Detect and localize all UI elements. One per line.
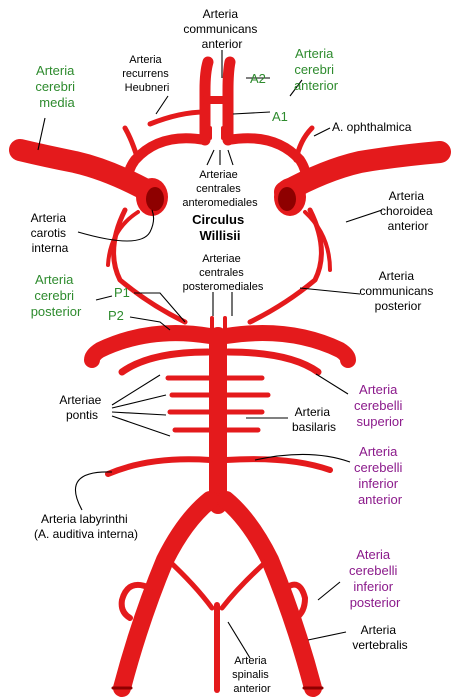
posterior-communicating-left (114, 210, 185, 322)
label-labyrinthi: Arteria labyrinthi (A. auditiva interna) (34, 512, 138, 541)
label-p1: P1 (114, 285, 130, 300)
label-cerebri-anterior: Arteria cerebri anterior (294, 46, 339, 93)
ophthalmic-artery-left (125, 128, 138, 160)
ophthalmic-artery (296, 128, 312, 160)
label-centrales-posteromediales: Arteriae centrales posteromediales (183, 253, 264, 293)
anterior-spinal-left (168, 560, 212, 608)
label-vertebralis: Arteria vertebralis (352, 623, 407, 652)
superior-cerebellar-right (228, 352, 318, 372)
superior-cerebellar-left (122, 352, 208, 372)
posterior-communicating-right (250, 210, 321, 322)
label-circulus-willisii: Circulus Willisii (192, 212, 248, 243)
label-a1: A1 (272, 109, 288, 124)
carotid-right-lumen (278, 187, 296, 211)
label-carotis-interna: Arteria carotis interna (31, 211, 70, 255)
aica-left (108, 459, 210, 474)
label-cerebelli-superior: Arteria cerebelli superior (354, 382, 406, 429)
label-recurrens-heubneri: Arteria recurrens Heubneri (122, 54, 172, 94)
label-ophthalmica: A. ophthalmica (332, 120, 412, 134)
middle-cerebral-right (285, 152, 440, 192)
label-choroidea-anterior: Arteria choroidea anterior (380, 189, 436, 233)
middle-cerebral-left (20, 150, 150, 192)
label-cerebri-media: Arteria cerebri media (35, 63, 78, 110)
recurrent-heubner (150, 112, 205, 124)
anterior-choroidal-right (305, 212, 330, 270)
carotid-left-lumen (146, 187, 164, 211)
label-p2: P2 (108, 308, 124, 323)
label-arteriae-pontis: Arteriae pontis (59, 393, 104, 422)
label-spinalis-anterior: Arteria spinalis anterior (232, 655, 272, 695)
label-cerebri-posterior: Arteria cerebri posterior (31, 272, 82, 319)
label-communicans-posterior: Arteria communicans posterior (359, 269, 436, 313)
label-communicans-anterior: Arteria communicans anterior (183, 7, 260, 51)
label-basilaris: Arteria basilaris (292, 405, 336, 434)
label-cerebelli-inferior-posterior: Ateria cerebelli inferior posterior (349, 547, 401, 610)
anterior-spinal-right (222, 560, 268, 608)
aica-right (226, 459, 330, 470)
label-a2: A2 (250, 71, 266, 86)
label-centrales-anteromediales: Arteriae centrales anteromediales (182, 169, 258, 209)
label-cerebelli-inferior-anterior: Arteria cerebelli inferior anterior (354, 444, 406, 507)
